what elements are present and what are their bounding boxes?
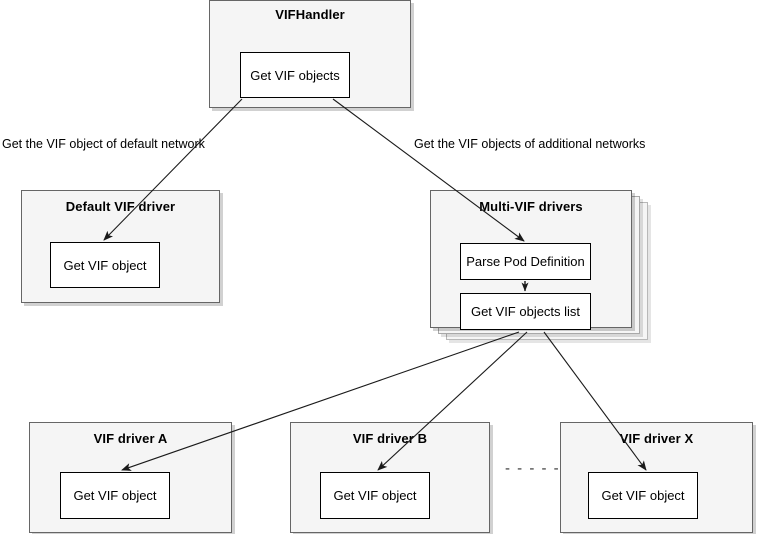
node-b-get-vif-object[interactable]: Get VIF object [320,472,430,519]
group-title-multi-vif-drivers: Multi-VIF drivers [479,199,583,214]
node-parse-pod-definition[interactable]: Parse Pod Definition [460,243,591,280]
node-get-vif-objects[interactable]: Get VIF objects [240,52,350,98]
group-title-vif-driver-x: VIF driver X [619,431,694,446]
group-title-vif-driver-b: VIF driver B [352,431,428,446]
node-get-vif-objects-list[interactable]: Get VIF objects list [460,293,591,330]
group-title-vif-handler: VIFHandler [275,7,345,22]
drivers-ellipsis-separator: - - - - - [505,460,561,477]
node-default-get-vif-object[interactable]: Get VIF object [50,242,160,288]
node-a-get-vif-object[interactable]: Get VIF object [60,472,170,519]
node-x-get-vif-object[interactable]: Get VIF object [588,472,698,519]
edge-label-default-network: Get the VIF object of default network [2,137,205,151]
group-title-default-vif-driver: Default VIF driver [65,199,176,214]
group-title-vif-driver-a: VIF driver A [93,431,168,446]
edge-label-additional-networks: Get the VIF objects of additional networ… [414,137,646,151]
